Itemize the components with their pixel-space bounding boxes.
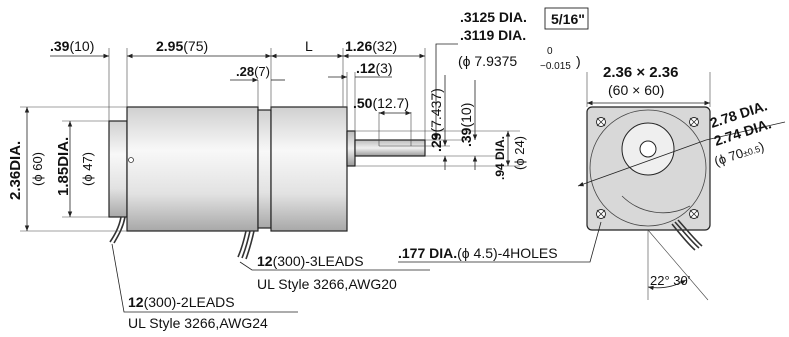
three-leads-leader bbox=[239, 261, 430, 271]
square-metric: (60 × 60) bbox=[608, 82, 664, 98]
front-housing bbox=[270, 106, 348, 232]
holes-label: .177 DIA.(ϕ 4.5)-4HOLES bbox=[398, 245, 558, 261]
motor-side-view bbox=[108, 106, 426, 260]
dim-295-label: 2.95(75) bbox=[156, 38, 208, 54]
shaft-fraction-box bbox=[544, 7, 589, 30]
motor-front-view bbox=[586, 106, 711, 251]
dim-039-label: .39(10) bbox=[50, 38, 94, 54]
mounting-hole bbox=[596, 209, 606, 219]
motor-body bbox=[126, 106, 259, 232]
dim-094-label: .94 DIA. bbox=[493, 136, 507, 180]
dim-L-label: L bbox=[305, 38, 313, 54]
three-leads-label: 12(300)-3LEADS bbox=[257, 253, 364, 269]
dim-236dia-metric: (ϕ 60) bbox=[30, 152, 45, 186]
dim-050-label: .50(12.7) bbox=[353, 95, 409, 111]
shaft-dia-leader bbox=[435, 43, 458, 112]
shaft-boss bbox=[346, 130, 356, 167]
mounting-hole bbox=[689, 117, 699, 127]
dim-028-label: .28(7) bbox=[236, 64, 270, 79]
shaft-fraction: 5/16" bbox=[551, 11, 585, 27]
mounting-hole bbox=[596, 117, 606, 127]
shaft-metric: (ϕ 7.9375 bbox=[458, 53, 517, 69]
dim-094-metric: (ϕ 24) bbox=[512, 136, 527, 170]
mounting-holes bbox=[596, 117, 699, 219]
horizontal-dimension-lines bbox=[50, 53, 425, 116]
shaft-tol-lower: −0.015 bbox=[540, 61, 571, 72]
angle-arc bbox=[647, 279, 687, 291]
side-extension-lines bbox=[20, 48, 520, 232]
flange-plate bbox=[257, 109, 272, 229]
vertical-dimension-lines bbox=[24, 75, 511, 231]
three-leads-style: UL Style 3266,AWG20 bbox=[257, 276, 397, 292]
output-shaft bbox=[354, 139, 426, 157]
dim-185dia-metric: (ϕ 47) bbox=[80, 152, 95, 186]
housing-circle bbox=[589, 109, 707, 227]
dim-012-label: .12(3) bbox=[356, 60, 393, 76]
front-lead-wires bbox=[671, 219, 703, 251]
bolt-circle-line bbox=[577, 139, 707, 187]
two-lead-wires bbox=[109, 216, 126, 244]
shaft-dia-line2: .3119 DIA. bbox=[460, 27, 526, 43]
three-lead-wires bbox=[237, 230, 255, 260]
square-label: 2.36 × 2.36 bbox=[603, 64, 678, 81]
dim-039v-label: .39(10) bbox=[458, 103, 474, 147]
dim-126-label: 1.26(32) bbox=[345, 38, 397, 54]
two-leads-label: 12(300)-2LEADS bbox=[128, 294, 235, 310]
shaft-tol-upper: 0 bbox=[547, 46, 553, 57]
dim-029-label: .29(7.437) bbox=[428, 88, 444, 152]
mounting-hole bbox=[689, 209, 699, 219]
rear-end-cap bbox=[108, 120, 128, 218]
angle-label: 22° 30' bbox=[650, 273, 690, 288]
shaft-metric-close: ) bbox=[576, 53, 581, 69]
two-leads-style: UL Style 3266,AWG24 bbox=[128, 315, 268, 331]
shaft-end bbox=[639, 140, 657, 158]
shaft-dia-line1: .3125 DIA. bbox=[460, 9, 527, 25]
holes-leader bbox=[398, 221, 602, 263]
dimension-labels: .39(10) 2.95(75) L 1.26(32) .28(7) .12(3… bbox=[7, 7, 773, 331]
dim-185dia-label: 1.85DIA. bbox=[55, 137, 72, 196]
two-leads-leader bbox=[111, 243, 298, 313]
dim-236dia-label: 2.36DIA. bbox=[7, 141, 24, 200]
